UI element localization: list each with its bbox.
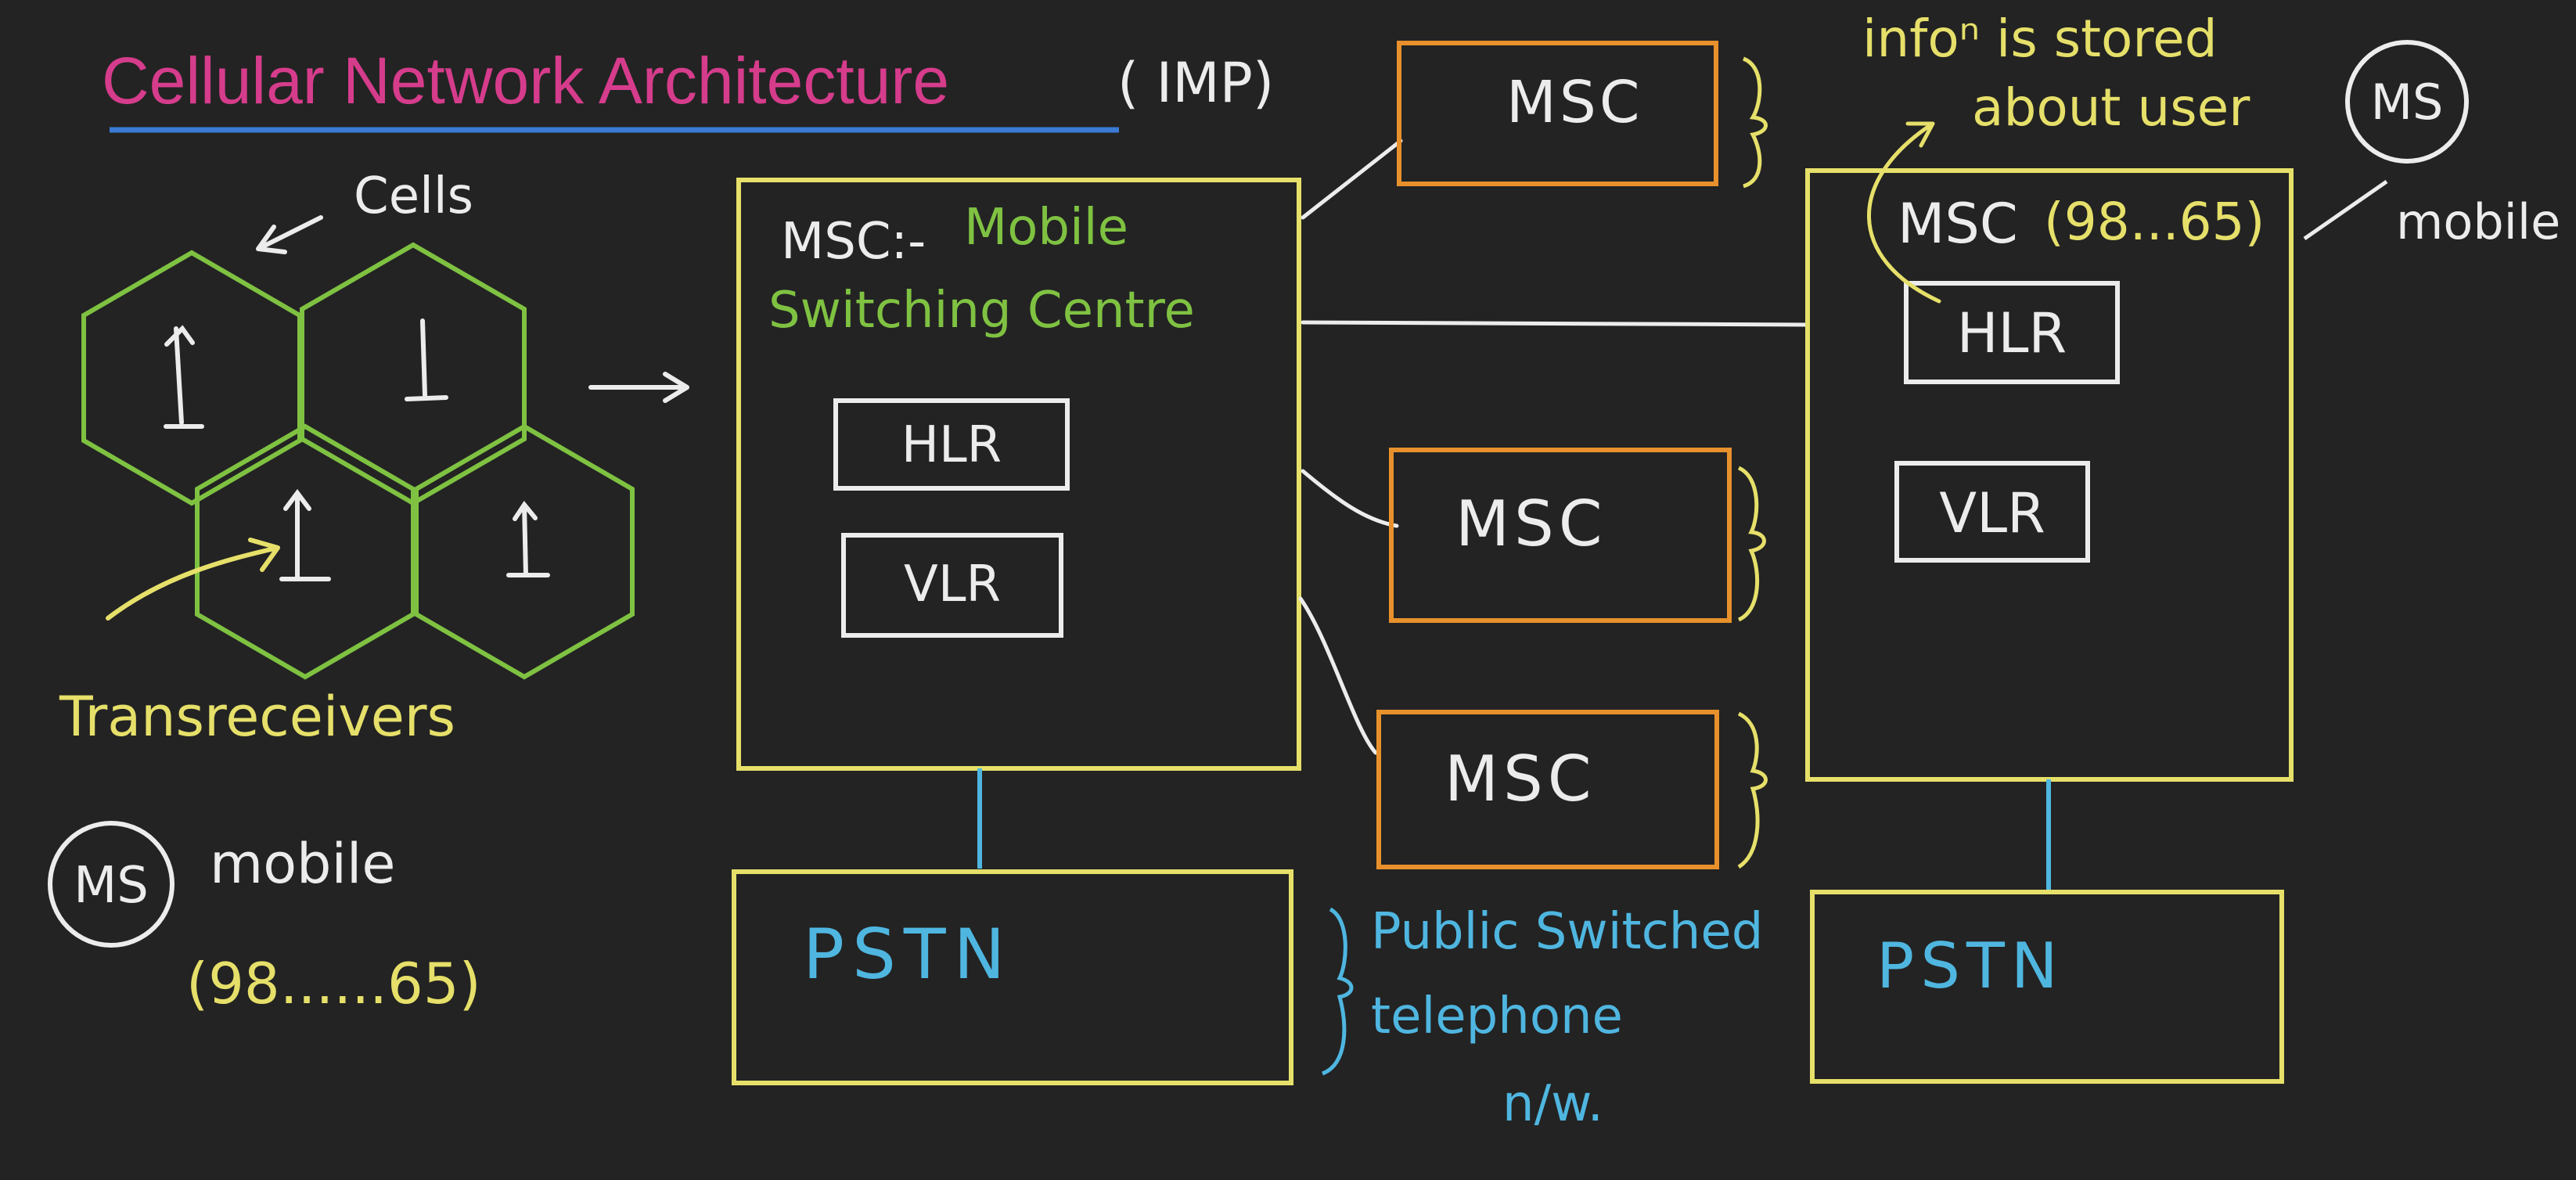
transceivers-label: Transreceivers [59,685,455,749]
link-to-middle-msc [1301,469,1399,528]
link-to-bottom-msc [1298,596,1378,755]
right-msc-label: MSC [1898,192,2018,256]
cell-hexagon [81,250,302,506]
brace-bottom [1737,711,1768,869]
msc-full-form-line1: Mobile [964,199,1128,257]
cells-label: Cells [354,167,473,225]
pstn-full-form-line1: Public Switched [1371,903,1763,961]
link-to-top-msc [1301,139,1403,220]
msc-node-middle-label: MSC [1455,487,1607,560]
right-vlr-box [1894,461,2090,563]
brace-pstn [1321,907,1354,1076]
connections [1298,139,1810,755]
info-note-arrow [1867,121,1941,304]
tower-icon [506,500,550,577]
main-vlr-box [841,533,1063,638]
cells-pointer-arrow [256,215,323,254]
pstn-right-box [1810,890,2284,1084]
main-vlr-label: VLR [904,556,1001,613]
msc-full-form-line2: Switching Centre [768,282,1195,340]
mobile-number-left: (98......65) [186,951,481,1016]
mobile-station-label: mobile [210,832,395,896]
cell-hexagon [300,242,527,506]
cell-hexagon [195,423,416,680]
main-msc-label: MSC:- [781,213,926,271]
pstn-full-form-line3: n/w. [1502,1075,1603,1133]
msc-node-top [1397,41,1718,186]
mobile-station-circle [48,821,174,948]
pstn-right-label: PSTN [1876,930,2064,1002]
brace-middle [1737,466,1766,622]
right-vlr-label: VLR [1939,481,2045,545]
link-to-right-msc [1301,320,1810,327]
diagram-title: Cellular Network Architecture [102,44,949,117]
tower-icon [279,489,331,581]
right-ms-link [2303,179,2388,241]
tower-icon [405,318,448,401]
info-note-line1: infoⁿ is stored [1862,9,2218,69]
right-hlr-box [1904,281,2120,384]
right-msc-box [1805,168,2294,782]
msc-node-top-label: MSC [1506,69,1643,136]
cell-cluster [81,242,635,680]
right-hlr-label: HLR [1957,301,2067,365]
transceivers-pointer-arrow [106,538,280,621]
main-hlr-box [833,398,1070,491]
importance-note: ( IMP) [1117,51,1274,115]
pstn-full-form-line2: telephone [1371,988,1623,1045]
right-mobile-label: mobile [2396,193,2560,250]
right-mobile-station-circle [2345,40,2469,164]
main-msc-box [736,178,1301,771]
tower-icon [164,325,204,429]
main-hlr-label: HLR [901,416,1002,474]
pstn-left-label: PSTN [803,914,1013,995]
cells-to-msc-arrow [588,372,689,403]
right-mobile-station-symbol: MS [2371,74,2444,131]
msc-node-middle [1389,448,1732,623]
mobile-station-symbol: MS [74,857,149,915]
pstn-left-box [732,869,1293,1085]
msc-node-bottom [1376,710,1719,869]
right-msc-number: (98...65) [2044,192,2265,252]
msc-node-bottom-label: MSC [1445,743,1596,815]
brace-top [1742,56,1768,189]
info-note-line2: about user [1972,77,2250,138]
cell-hexagon [414,423,635,680]
